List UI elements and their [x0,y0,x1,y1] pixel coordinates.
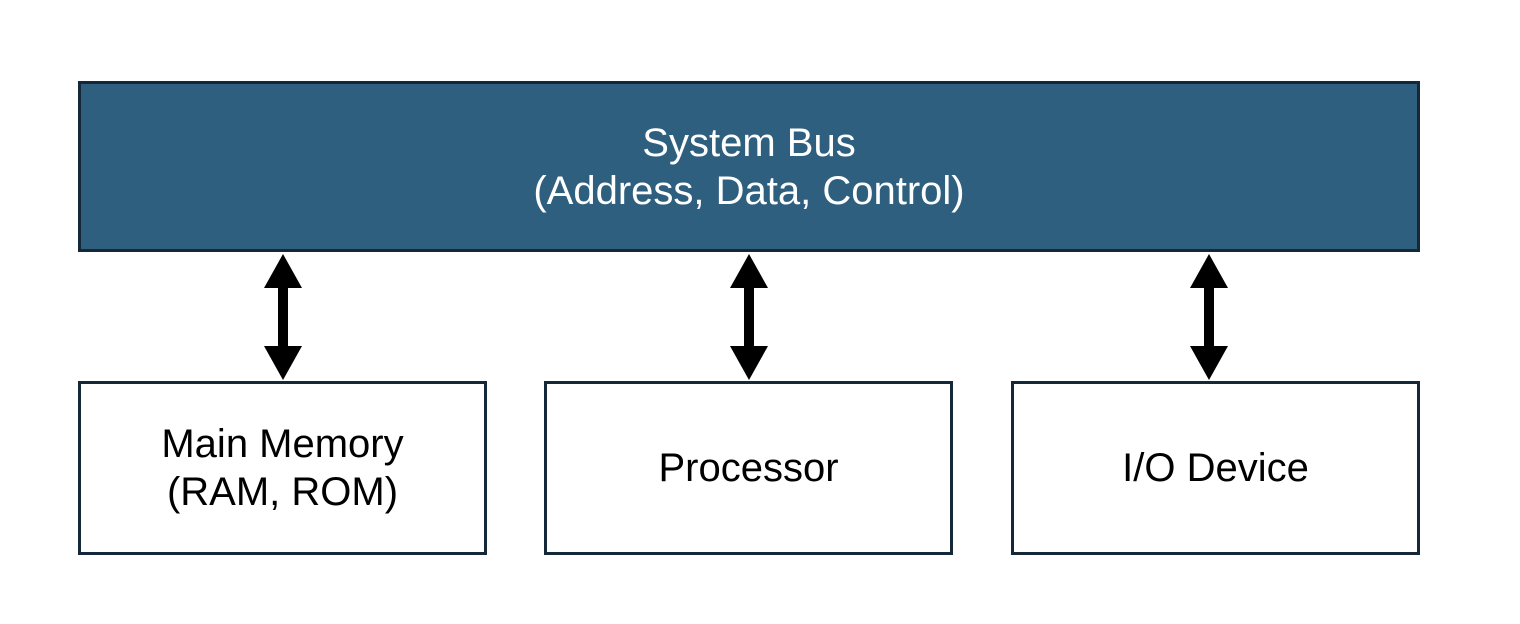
bus-title: System Bus [642,120,856,165]
processor-bus-arrow [730,254,768,380]
io-device-label: I/O Device [1122,446,1309,490]
main-memory-block: Main Memory (RAM, ROM) [78,381,487,555]
io-device-block: I/O Device [1011,381,1420,555]
bus-subtitle: (Address, Data, Control) [533,168,965,213]
system-bus-block: System Bus (Address, Data, Control) [78,81,1420,252]
main-memory-sublabel: (RAM, ROM) [166,470,399,514]
memory-bus-arrow [264,254,302,380]
io-bus-arrow [1190,254,1228,380]
processor-label: Processor [658,446,839,490]
processor-block: Processor [544,381,953,555]
main-memory-label: Main Memory [161,422,404,466]
